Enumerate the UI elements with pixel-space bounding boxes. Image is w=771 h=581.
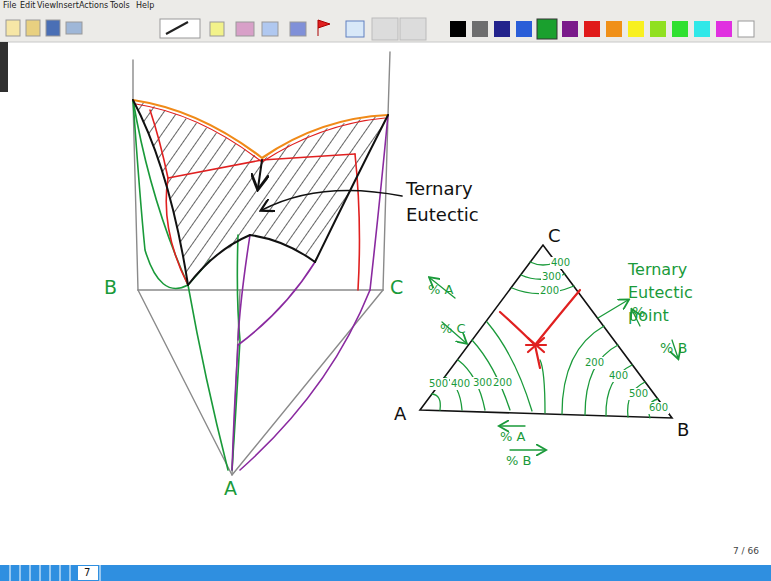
axis-label: % A bbox=[428, 283, 453, 298]
page-bar bbox=[0, 565, 771, 581]
vertex-label: B bbox=[677, 420, 689, 441]
contour-value: 200 bbox=[539, 285, 560, 297]
vertex-label: A bbox=[394, 404, 406, 425]
ternary-3d-diagram bbox=[133, 52, 402, 475]
axis-label: % B bbox=[506, 454, 531, 469]
contour-value: 400 bbox=[550, 257, 571, 269]
contour-value: 200 bbox=[584, 357, 605, 369]
menu-item: View bbox=[37, 1, 56, 10]
contour-value: 400 bbox=[608, 370, 629, 382]
page-box bbox=[78, 566, 98, 580]
contour-value: 300 bbox=[541, 271, 562, 283]
menu-item: Insert bbox=[56, 1, 79, 10]
vertex-label: C bbox=[390, 277, 403, 299]
axis-label: % A bbox=[500, 430, 525, 445]
contour-value: 500 bbox=[428, 378, 449, 390]
menu-item: File bbox=[3, 1, 16, 10]
menu-item: Actions bbox=[79, 1, 108, 10]
page-bar-ticks bbox=[10, 565, 100, 581]
contour-value: 300 bbox=[472, 377, 493, 389]
page-number: 7 / 66 bbox=[733, 546, 759, 556]
axis-label: % B bbox=[660, 340, 687, 356]
menu-item: Help bbox=[136, 1, 154, 10]
page-index: 7 bbox=[84, 567, 90, 579]
toolbar-icons bbox=[6, 18, 754, 40]
contour-value: 600 bbox=[648, 402, 669, 414]
contour-value: 500 bbox=[628, 388, 649, 400]
vertex-label: B bbox=[104, 277, 117, 299]
contour-value: 200 bbox=[492, 377, 513, 389]
callout-label: Ternary Eutectic bbox=[406, 176, 498, 228]
axis-label: % C bbox=[440, 322, 466, 337]
vertex-label: C bbox=[548, 226, 561, 247]
side-strip bbox=[0, 42, 8, 92]
contour-value: 400 bbox=[450, 378, 471, 390]
menu-item: Tools bbox=[110, 1, 130, 10]
axis-label: % bbox=[632, 304, 645, 320]
vertex-label: A bbox=[224, 478, 237, 500]
menu-item: Edit bbox=[20, 1, 36, 10]
toolbar bbox=[0, 0, 771, 42]
